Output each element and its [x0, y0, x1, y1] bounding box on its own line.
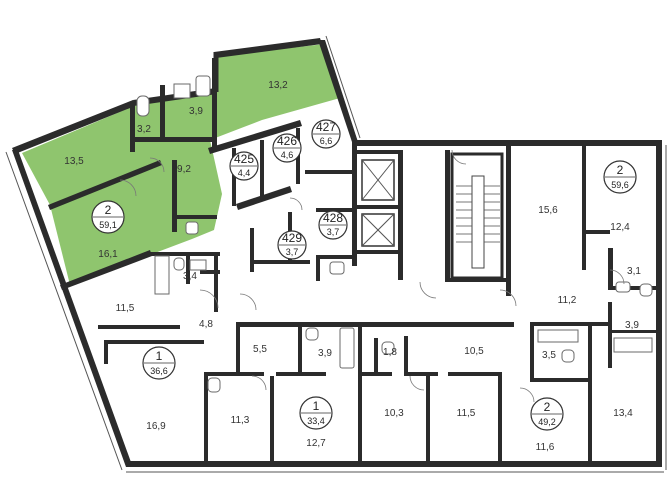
room-area: 16,9: [146, 421, 166, 432]
apartment-rooms: 2: [617, 163, 624, 177]
room-area: 12,7: [306, 438, 326, 449]
bathroom-fixtures: [136, 75, 653, 393]
room-area: 5,5: [253, 344, 267, 355]
storage-area: 4,6: [281, 150, 294, 160]
room-area: 11,3: [231, 415, 250, 426]
storage-badge-427: 427 6,6: [311, 119, 341, 149]
apartment-rooms: 2: [544, 400, 551, 414]
storage-badge-428: 428 3,7: [318, 210, 348, 240]
storage-badge-426: 426 4,6: [272, 133, 302, 163]
room-area: 3,9: [189, 106, 203, 117]
apartment-rooms: 2: [105, 203, 112, 217]
apartment-badge-apt-d: 1 33,4: [299, 396, 333, 430]
storage-area: 6,6: [320, 136, 333, 146]
room-area: 11,6: [536, 442, 555, 453]
apartment-rooms: 1: [313, 399, 320, 413]
room-area: 10,5: [464, 346, 484, 357]
apartment-badge-apt-a: 2 59,1: [91, 200, 125, 234]
apartment-badge-apt-c: 1 36,6: [142, 346, 176, 380]
room-area: 4,8: [199, 319, 213, 330]
room-area: 3,5: [542, 350, 556, 361]
room-area: 11,2: [558, 295, 577, 306]
apartment-area: 33,4: [307, 416, 325, 426]
room-area: 3,1: [627, 266, 641, 277]
room-area: 1,8: [383, 347, 397, 358]
storage-number: 429: [282, 231, 302, 245]
storage-badge-429: 429 3,7: [277, 230, 307, 260]
stair-core: [361, 152, 504, 280]
room-area: 11,5: [116, 303, 135, 314]
apartment-area: 49,2: [538, 417, 556, 427]
room-area: 16,1: [98, 249, 118, 260]
elevator-shaft-lower: [361, 213, 395, 247]
storage-area: 3,7: [327, 227, 340, 237]
apartment-area: 59,6: [611, 180, 629, 190]
apartment-rooms: 1: [156, 349, 163, 363]
room-area: 3,9: [625, 320, 639, 331]
apartment-badge-apt-b: 2 59,6: [603, 160, 637, 194]
room-area: 3,9: [318, 348, 332, 359]
room-area: 13,4: [613, 408, 633, 419]
storage-area: 3,7: [286, 247, 299, 257]
room-area: 9,2: [177, 164, 191, 175]
door-swings: [119, 149, 625, 403]
room-area-labels: 13,2 13,5 3,2 3,9 9,2 16,1 3,4 11,5 4,8 …: [64, 80, 641, 453]
storage-area: 4,4: [238, 168, 251, 178]
room-area: 12,4: [610, 222, 630, 233]
interior-walls: [48, 58, 660, 462]
apartment-area: 36,6: [150, 366, 168, 376]
storage-badge-425: 425 4,4: [229, 151, 259, 181]
apartment-badge-apt-e: 2 49,2: [530, 397, 564, 431]
exterior-walls: [5, 35, 667, 473]
room-area: 3,4: [183, 271, 197, 282]
room-area: 15,6: [538, 205, 558, 216]
room-area: 10,3: [384, 408, 404, 419]
storage-number: 428: [323, 211, 343, 225]
storage-number: 427: [316, 120, 336, 134]
room-area: 11,5: [457, 408, 476, 419]
storage-number: 426: [277, 134, 297, 148]
apartment-area: 59,1: [99, 220, 117, 230]
room-area: 3,2: [137, 124, 151, 135]
storage-number: 425: [234, 152, 254, 166]
elevator-shaft-upper: [361, 159, 395, 201]
room-area: 13,5: [64, 156, 84, 167]
room-area: 13,2: [268, 80, 288, 91]
